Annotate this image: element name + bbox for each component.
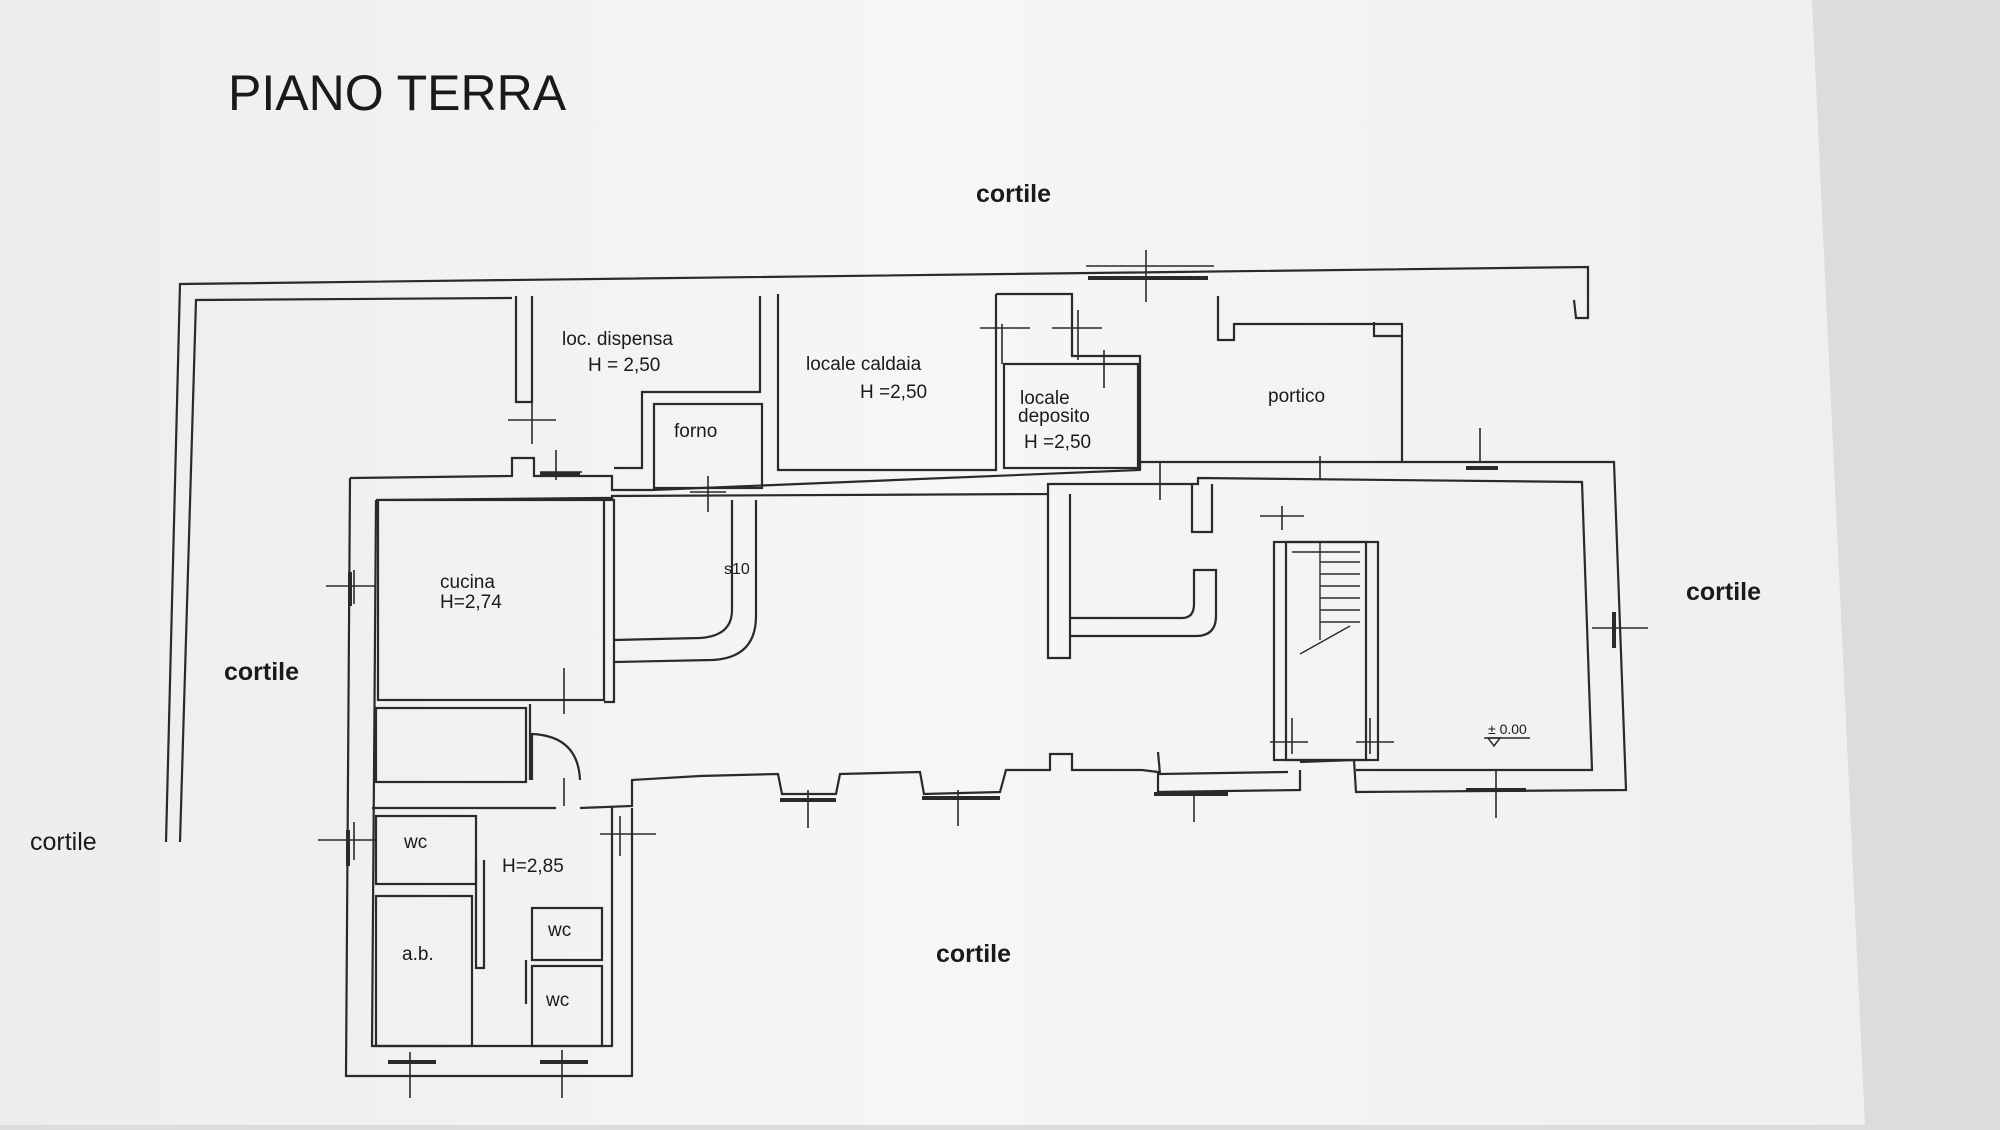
corridor-curve-outer <box>613 500 758 664</box>
label-cortile-top: cortile <box>976 180 1051 208</box>
plan-walls <box>164 265 1628 1078</box>
left-block-inner <box>370 499 614 1048</box>
room-labels: loc. dispensa H = 2,50 locale caldaia H … <box>402 329 1527 1011</box>
staircase-inner <box>1284 540 1368 762</box>
label-cortile-bottom: cortile <box>936 940 1011 968</box>
room-deposito-name-2: deposito <box>1018 406 1090 427</box>
room-forno-name: forno <box>674 421 717 442</box>
room-caldaia-name: locale caldaia <box>806 354 922 375</box>
room-dispensa-height: H = 2,50 <box>588 355 660 376</box>
staircase-steps <box>1292 542 1360 655</box>
dispensa-walls <box>514 296 534 404</box>
storage-room <box>374 706 528 784</box>
door-swing <box>530 732 582 781</box>
caldaia-walls <box>776 294 998 472</box>
label-cortile-left-inner: cortile <box>224 658 299 686</box>
corridor-curve <box>613 500 734 642</box>
room-cucina-height: H=2,74 <box>440 592 502 613</box>
room-antibagno-name: a.b. <box>402 944 434 965</box>
room-wc3-name: wc <box>545 990 569 1011</box>
wc3-room <box>530 964 604 1048</box>
courtyard-wall-inner <box>178 296 513 843</box>
disimpegno-wall <box>474 860 486 970</box>
page-title: PIANO TERRA <box>228 65 567 121</box>
hall-curve <box>1070 568 1218 638</box>
portico-walls <box>1216 296 1404 462</box>
portico-right-post <box>1372 322 1402 338</box>
wall-mark-s10: s10 <box>724 561 750 578</box>
deposito-outer <box>996 292 1142 470</box>
cucina-room <box>376 498 606 702</box>
building-inner-wall <box>375 476 1594 772</box>
building-outer-wall <box>349 456 1628 794</box>
level-triangle-icon <box>1484 737 1530 748</box>
dispensa-right-wall <box>614 296 762 470</box>
level-mark: ± 0.00 <box>1488 721 1527 737</box>
label-cortile-right: cortile <box>1686 578 1761 606</box>
deposito-room <box>1002 362 1140 470</box>
room-deposito-height: H =2,50 <box>1024 432 1091 453</box>
wc1-room <box>374 814 478 886</box>
window-openings <box>346 276 1616 1064</box>
hall-small-wall <box>1190 484 1214 534</box>
left-block-outer <box>344 477 634 1078</box>
cucina-right-wall <box>604 498 616 704</box>
room-deposito-name-1: locale <box>1020 388 1070 409</box>
front-facade <box>579 752 1302 810</box>
room-caldaia-height: H =2,50 <box>860 382 927 403</box>
room-portico-name: portico <box>1268 386 1325 407</box>
wc2-room <box>530 906 604 962</box>
room-wc2-name: wc <box>547 920 571 941</box>
room-cucina-name: cucina <box>440 572 495 593</box>
front-facade-inner <box>1156 751 1289 776</box>
label-cortile-left-outer: cortile <box>30 828 97 856</box>
room-disimpegno-height: H=2,85 <box>502 856 564 877</box>
central-partition <box>1046 494 1072 660</box>
room-dispensa-name: loc. dispensa <box>562 329 673 350</box>
room-wc1-name: wc <box>403 832 427 853</box>
antibagno-room <box>374 894 474 1048</box>
courtyard-wall-outer <box>164 265 1590 843</box>
